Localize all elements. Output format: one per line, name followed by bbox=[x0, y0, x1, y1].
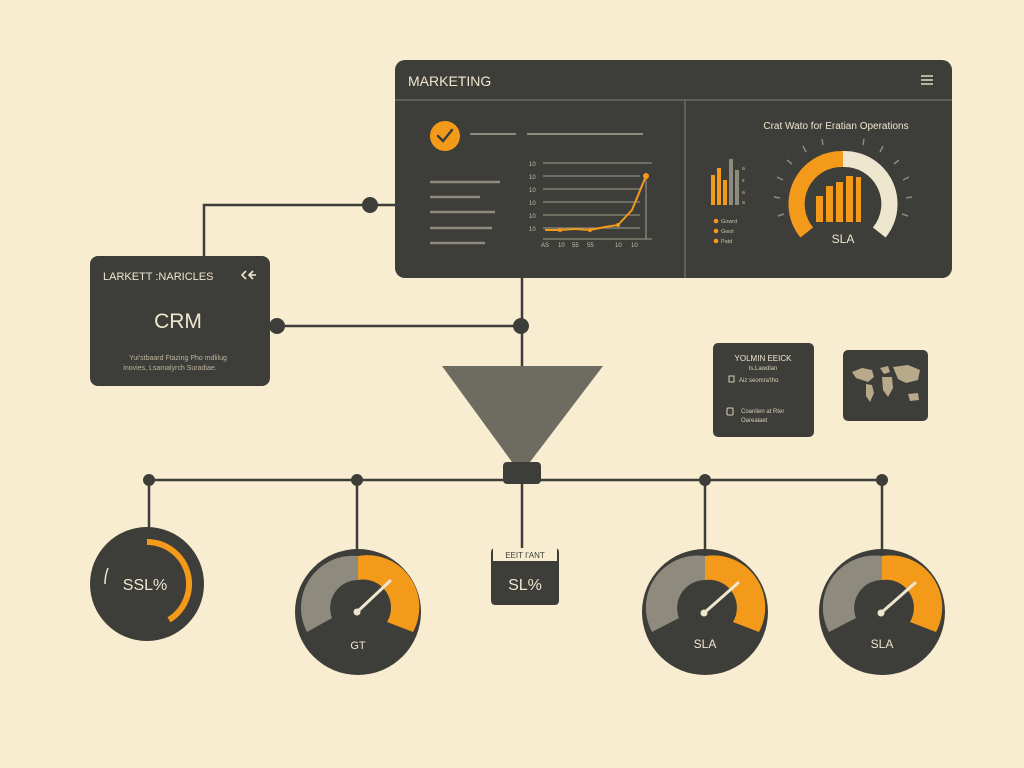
y-tick-label: 10 bbox=[529, 175, 536, 181]
info-card[interactable]: YOLMIN EEICK Is.Lawdlan Aiz seomra'tho C… bbox=[713, 343, 814, 437]
y-tick-label: 10 bbox=[529, 162, 536, 168]
x-tick-label: 10 bbox=[558, 243, 565, 249]
crm-title: CRM bbox=[154, 310, 202, 333]
gauge-sla-label: SLA bbox=[694, 637, 717, 651]
crm-card-header: LARKETT :NARICLES bbox=[103, 271, 213, 283]
marketing-title: MARKETING bbox=[408, 73, 491, 89]
crm-card[interactable]: LARKETT :NARICLES CRM Yui'stbaard Ftazin… bbox=[90, 256, 270, 386]
x-tick-label: 10 bbox=[615, 243, 622, 249]
svg-text:a: a bbox=[742, 166, 745, 172]
map-card[interactable] bbox=[843, 350, 928, 421]
connector-node bbox=[876, 474, 888, 486]
ssl-dial-label: SSL% bbox=[123, 577, 167, 594]
info-card-subtitle: Is.Lawdlan bbox=[749, 366, 778, 372]
gauge-sla-1: SLA bbox=[642, 549, 768, 675]
connector-node bbox=[699, 474, 711, 486]
line-chart: 10 10 10 10 10 10 AS 10 55 55 10 10 bbox=[529, 162, 652, 249]
file-icon bbox=[726, 407, 734, 416]
sla-gauge-large: SLA bbox=[773, 138, 913, 246]
connector-lines-bottom bbox=[147, 478, 884, 553]
gauge-gt-label: GT bbox=[350, 640, 366, 652]
x-tick-label: 10 bbox=[631, 243, 638, 249]
world-map-icon bbox=[852, 365, 920, 402]
connector-node bbox=[269, 318, 285, 334]
gauge-sla-label: SLA bbox=[871, 637, 894, 651]
marketing-panel: MARKETING bbox=[395, 60, 952, 278]
crm-description: inovies, Lsamalyrch Suradiae. bbox=[123, 365, 216, 372]
crm-description: Yui'stbaard Ftazing Pho mdlilug bbox=[129, 355, 227, 362]
sl-box-value: SL% bbox=[508, 577, 542, 594]
gauge-sla-2: SLA bbox=[819, 549, 945, 675]
legend-label: Gwot bbox=[721, 229, 734, 235]
mini-legend: Gowrd Gwot Patd bbox=[713, 218, 737, 245]
connector-node bbox=[362, 197, 378, 213]
sl-box-header: EEIT I'ANT bbox=[505, 551, 545, 560]
check-circle-icon bbox=[430, 121, 460, 151]
text-placeholder-lines bbox=[430, 180, 500, 245]
y-tick-label: 10 bbox=[529, 188, 536, 194]
document-icon bbox=[728, 375, 735, 383]
x-tick-label: AS bbox=[541, 243, 549, 249]
legend-label: Gowrd bbox=[721, 219, 737, 225]
gauge-gt: GT bbox=[295, 549, 421, 675]
funnel-icon bbox=[442, 366, 603, 484]
x-tick-label: 55 bbox=[572, 243, 579, 249]
svg-text:s: s bbox=[742, 178, 745, 184]
x-tick-label: 55 bbox=[587, 243, 594, 249]
ssl-dial: SSL% bbox=[90, 527, 204, 641]
svg-text:a: a bbox=[742, 200, 745, 206]
info-card-item: Aiz seomra'tho bbox=[739, 378, 779, 384]
sl-percent-box: EEIT I'ANT SL% bbox=[491, 548, 559, 605]
sla-gauge-label: SLA bbox=[832, 232, 855, 246]
svg-text:a: a bbox=[742, 190, 745, 196]
y-tick-label: 10 bbox=[529, 227, 536, 233]
connector-node bbox=[351, 474, 363, 486]
legend-label: Patd bbox=[721, 239, 732, 245]
connector-node bbox=[143, 474, 155, 486]
y-tick-label: 10 bbox=[529, 214, 536, 220]
connector-node bbox=[513, 318, 529, 334]
y-tick-label: 10 bbox=[529, 201, 536, 207]
operations-title: Crat Wato for Eratian Operations bbox=[763, 121, 908, 132]
chevrons-icon[interactable] bbox=[240, 270, 256, 280]
info-card-title: YOLMIN EEICK bbox=[735, 354, 793, 363]
hamburger-menu-icon[interactable] bbox=[921, 75, 933, 85]
info-card-item: Coanlien at Rter bbox=[741, 409, 784, 415]
info-card-item: Oarealaet bbox=[741, 418, 768, 424]
